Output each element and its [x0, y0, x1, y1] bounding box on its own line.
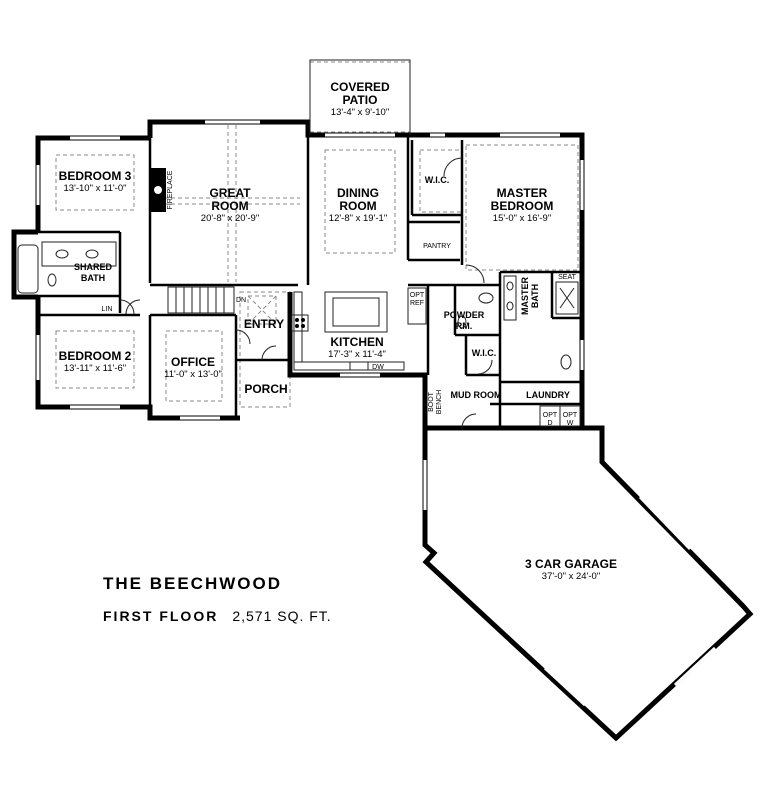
plan-name: THE BEECHWOOD	[103, 574, 282, 593]
svg-text:13'-10" x 11'-0": 13'-10" x 11'-0"	[63, 183, 126, 194]
svg-text:17'-3" x 11'-4": 17'-3" x 11'-4"	[328, 349, 386, 360]
svg-text:RM.: RM.	[456, 321, 473, 331]
room-entry: ENTRY	[244, 317, 284, 331]
svg-text:OFFICE: OFFICE	[171, 355, 215, 369]
svg-text:BEDROOM 2: BEDROOM 2	[59, 349, 132, 363]
label-fireplace: FIREPLACE	[167, 170, 174, 209]
svg-text:BEDROOM 3: BEDROOM 3	[59, 169, 132, 183]
room-powder: POWDER RM.	[444, 310, 485, 331]
floor-label: FIRST FLOOR	[103, 608, 219, 624]
svg-text:SHARED: SHARED	[74, 262, 113, 272]
svg-text:BATH: BATH	[530, 284, 540, 308]
svg-text:11'-0" x 13'-0": 11'-0" x 13'-0"	[164, 369, 222, 380]
svg-text:3 CAR GARAGE: 3 CAR GARAGE	[525, 557, 617, 571]
svg-text:D: D	[547, 420, 552, 427]
room-mud-room: MUD ROOM	[451, 390, 502, 400]
svg-text:13'-11" x 11'-6": 13'-11" x 11'-6"	[64, 363, 126, 374]
label-seat: SEAT	[558, 274, 576, 281]
room-dining-room: DINING ROOM 12'-8" x 19'-1"	[329, 186, 387, 224]
svg-text:OPT: OPT	[543, 412, 558, 419]
room-porch: PORCH	[244, 382, 287, 396]
svg-text:PATIO: PATIO	[343, 93, 378, 107]
label-opt-ref: OPT REF	[410, 292, 425, 307]
svg-text:MASTER: MASTER	[497, 186, 548, 200]
svg-text:15'-0" x 16'-9": 15'-0" x 16'-9"	[493, 213, 551, 224]
floor-caption: FIRST FLOOR 2,571 SQ. FT.	[103, 608, 332, 624]
svg-text:BOOT: BOOT	[428, 391, 435, 412]
svg-text:OPT: OPT	[410, 292, 425, 299]
svg-text:COVERED: COVERED	[330, 80, 390, 94]
doors	[119, 157, 493, 429]
room-bedroom-3: BEDROOM 3 13'-10" x 11'-0"	[59, 169, 132, 194]
kitchen-island	[324, 291, 388, 333]
room-bedroom-2: BEDROOM 2 13'-11" x 11'-6"	[59, 349, 132, 374]
label-boot-bench: BOOT BENCH	[428, 390, 443, 415]
room-office: OFFICE 11'-0" x 13'-0"	[164, 355, 222, 380]
svg-text:37'-0" x 24'-0": 37'-0" x 24'-0"	[542, 571, 600, 582]
svg-text:BATH: BATH	[81, 273, 105, 283]
label-linen: LIN	[102, 306, 113, 313]
label-opt-dryer: OPT D	[543, 412, 558, 427]
room-shared-bath: SHARED BATH	[74, 262, 113, 283]
room-kitchen: KITCHEN 17'-3" x 11'-4"	[328, 335, 386, 360]
room-master-bedroom: MASTER BEDROOM 15'-0" x 16'-9"	[491, 186, 554, 224]
label-stairs-down: DN	[236, 297, 246, 304]
room-great-room: GREAT ROOM 20'-8" x 20'-9"	[201, 186, 259, 224]
label-dishwasher: DW	[372, 364, 384, 371]
svg-text:GREAT: GREAT	[209, 186, 251, 200]
svg-text:20'-8" x 20'-9": 20'-8" x 20'-9"	[201, 213, 259, 224]
floor-area: 2,571 SQ. FT.	[232, 608, 332, 624]
room-wic-mud: W.I.C.	[472, 348, 497, 358]
room-master-bath: MASTER BATH	[520, 277, 540, 316]
svg-text:OPT: OPT	[563, 412, 578, 419]
fixtures	[17, 168, 581, 427]
windows	[36, 120, 717, 707]
svg-text:BENCH: BENCH	[436, 390, 443, 415]
svg-text:KITCHEN: KITCHEN	[330, 335, 383, 349]
svg-text:DINING: DINING	[337, 186, 379, 200]
bathtub	[17, 244, 39, 294]
room-wic-master: W.I.C.	[425, 175, 450, 185]
stairs	[167, 286, 235, 314]
room-pantry: PANTRY	[423, 243, 451, 250]
room-laundry: LAUNDRY	[526, 390, 570, 400]
interior-walls	[38, 135, 582, 428]
shower	[555, 281, 579, 315]
svg-text:POWDER: POWDER	[444, 310, 485, 320]
svg-text:REF: REF	[410, 300, 424, 307]
svg-text:ROOM: ROOM	[211, 199, 248, 213]
svg-text:MASTER: MASTER	[520, 277, 530, 316]
svg-text:12'-8" x 19'-1": 12'-8" x 19'-1"	[329, 213, 387, 224]
svg-text:BEDROOM: BEDROOM	[491, 199, 554, 213]
svg-text:W: W	[567, 420, 574, 427]
patio-outline	[309, 59, 411, 135]
room-covered-patio: COVERED PATIO 13'-4" x 9'-10"	[330, 80, 390, 118]
svg-text:13'-4" x 9'-10": 13'-4" x 9'-10"	[331, 107, 389, 118]
label-opt-washer: OPT W	[563, 412, 578, 427]
room-garage: 3 CAR GARAGE 37'-0" x 24'-0"	[525, 557, 617, 582]
svg-text:ROOM: ROOM	[339, 199, 376, 213]
